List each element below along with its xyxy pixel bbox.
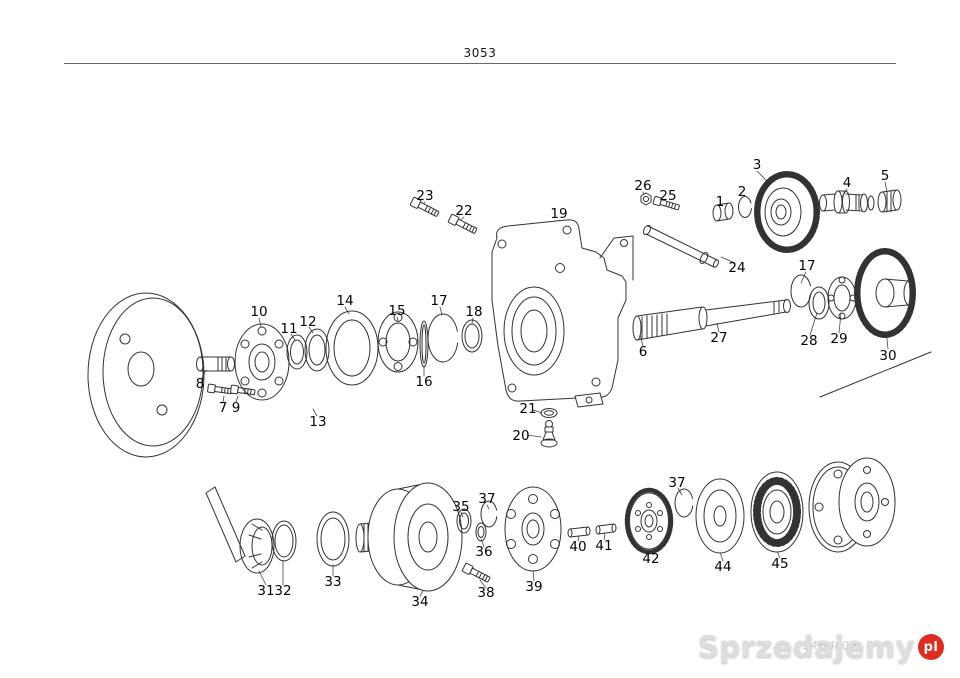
drawing-code: S41-4000 [803,639,856,652]
drum-34 [355,482,463,592]
snap-ring-37-right [674,488,694,518]
bushing-1 [712,202,734,222]
snap-ring-2 [738,196,752,218]
bracket-line-right [819,351,932,398]
gear-3 [754,171,820,253]
bolt-23 [409,196,440,217]
page-title: 3053 [463,46,497,60]
washer-16 [419,320,429,368]
nut-26 [640,192,652,206]
bearing-housing-14 [325,310,379,386]
shaft-4 [819,190,875,214]
header-rule [64,63,896,64]
stub-shaft-8 [196,356,235,372]
watermark-pl-badge: pl [918,634,944,660]
ring-12 [304,328,330,372]
plate-39 [504,486,562,572]
ring-35 [456,508,472,534]
snap-ring-17-right [790,274,812,308]
coupler-5 [877,189,902,213]
bolt-38 [461,562,491,583]
oring-21 [540,408,558,418]
flywheel [87,292,205,458]
housing-19 [491,219,634,408]
ring-11 [286,334,308,370]
friction-disc-45 [750,471,804,553]
snap-ring-37-left [480,500,498,528]
snap-ring-17-left [427,313,459,363]
gear-30 [854,248,916,338]
bolt-7 [207,383,233,395]
bolt-24 [642,224,720,268]
gasket-strip [205,486,246,563]
ring-28 [808,286,830,320]
end-plates [808,457,896,553]
pto-shaft-27 [632,299,791,341]
washer-36 [475,522,487,542]
ring-32 [271,520,297,562]
ring-18 [461,319,483,353]
ring-33 [316,511,350,567]
bolt-22 [447,213,478,234]
bearing-31 [239,518,275,574]
bolt-25 [652,195,680,211]
pin-41 [595,523,617,535]
watermark-text: Sprzedajemy [697,630,915,664]
gear-42 [624,487,674,555]
bearing-15 [377,311,419,373]
pin-40 [567,526,591,538]
bolt-9 [230,384,256,396]
pressure-plate-44 [695,478,745,554]
bearing-29 [827,276,857,320]
flange-10 [234,323,290,401]
breather-20 [540,420,558,448]
